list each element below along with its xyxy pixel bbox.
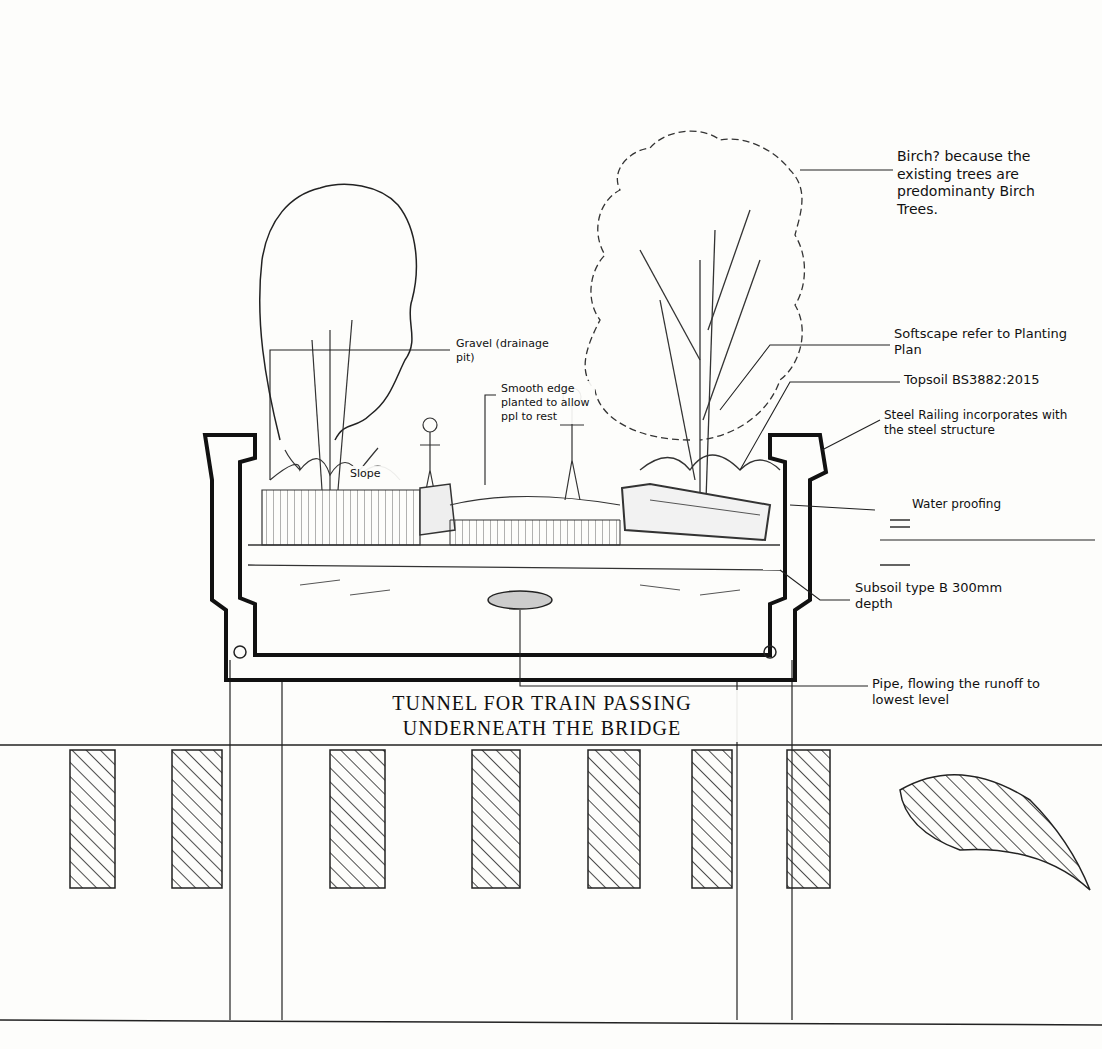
railing-note: Steel Railing incorporates with the stee… [884, 408, 1074, 438]
subsoil-note: Subsoil type B 300mm depth [855, 580, 1015, 613]
species-note: Birch? because the existing trees are pr… [897, 148, 1067, 218]
material-note: Gravel (drainage pit) [454, 336, 568, 366]
tunnel-title: TUNNEL FOR TRAIN PASSING UNDERNEATH THE … [320, 690, 764, 742]
pipe-note: Pipe, flowing the runoff to lowest level [872, 676, 1072, 709]
design-note: Smooth edge planted to allow ppl to rest [499, 381, 595, 424]
slope-note: Slope [348, 466, 402, 482]
softscape-note: Softscape refer to Planting Plan [894, 326, 1094, 359]
waterproofing-note: Water proofing [912, 497, 1082, 512]
topsoil-note: Topsoil BS3882:2015 [904, 372, 1094, 388]
